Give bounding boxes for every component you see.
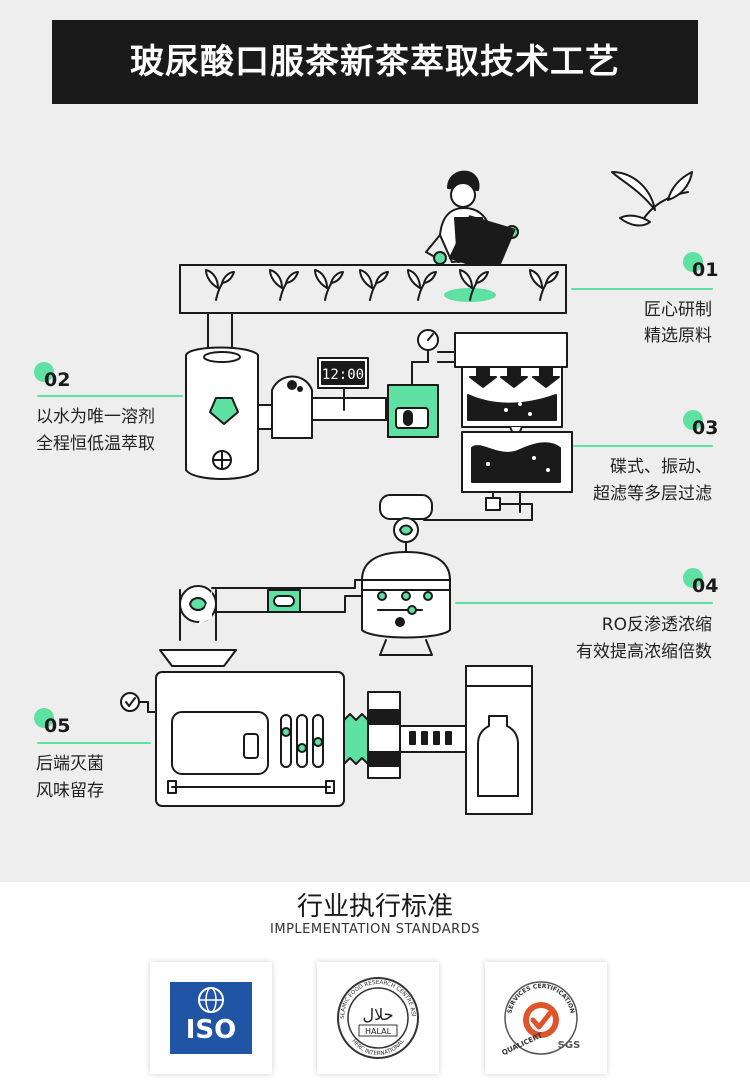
step-03-number: 03 bbox=[692, 417, 719, 439]
sgs-text: SGS bbox=[558, 1040, 581, 1051]
worker-illustration bbox=[425, 170, 519, 274]
step-02-line-2: 全程恒低温萃取 bbox=[36, 434, 155, 454]
step-02-number: 02 bbox=[44, 369, 71, 391]
iso-badge: ISO bbox=[150, 962, 272, 1074]
step-01-line-1: 匠心研制 bbox=[644, 300, 712, 320]
conveyor-leaf-icon bbox=[407, 269, 437, 301]
iso-text: ISO bbox=[186, 1015, 237, 1045]
connecting-pipe bbox=[211, 579, 363, 613]
process-panel: 玻尿酸口服茶新茶萃取技术工艺 bbox=[0, 0, 750, 882]
step-05-line-1: 后端灭菌 bbox=[36, 754, 104, 774]
conveyor-leaf-icon bbox=[314, 269, 344, 301]
step-01-number: 01 bbox=[692, 259, 719, 281]
conveyor-leaf-icon bbox=[459, 269, 489, 301]
filter-unit-lower bbox=[423, 431, 573, 521]
ro-concentrator bbox=[361, 494, 451, 656]
step-02-line-1: 以水为唯一溶剂 bbox=[36, 407, 155, 427]
halal-text: HALAL bbox=[365, 1027, 392, 1036]
step-04-line-2: 有效提高浓缩倍数 bbox=[576, 642, 712, 662]
timer-display: 12:00 bbox=[317, 357, 369, 389]
extraction-tank bbox=[185, 346, 273, 480]
step-05-line-2: 风味留存 bbox=[36, 781, 104, 801]
step-03-line-1: 碟式、振动、 bbox=[610, 457, 712, 477]
title-banner: 玻尿酸口服茶新茶萃取技术工艺 bbox=[52, 20, 698, 104]
step-04-dot bbox=[683, 568, 703, 588]
conveyor-leaf-icon bbox=[529, 269, 559, 301]
conveyor-leaves bbox=[205, 269, 559, 301]
halal-arabic-text: حلال bbox=[362, 1005, 393, 1024]
standards-title: 行业执行标准 bbox=[296, 892, 453, 922]
step-02-dot bbox=[34, 362, 54, 382]
step-01-dot bbox=[683, 252, 703, 272]
step-05-number: 05 bbox=[44, 715, 71, 737]
process-diagram: 12:00 bbox=[37, 170, 713, 815]
conveyor-leaf-icon bbox=[269, 269, 299, 301]
bottling-line bbox=[343, 665, 533, 815]
tea-leaf-icon bbox=[611, 171, 693, 227]
sterilization-machine bbox=[120, 585, 345, 807]
standards-subtitle: IMPLEMENTATION STANDARDS bbox=[270, 922, 480, 937]
step-03-dot bbox=[683, 410, 703, 430]
step-05-dot bbox=[34, 708, 54, 728]
timer-text: 12:00 bbox=[322, 367, 364, 383]
control-box bbox=[387, 329, 466, 438]
sgs-badge: SERVICES CERTIFICATION QUALICERT SGS bbox=[485, 962, 607, 1074]
step-04-line-1: RO反渗透浓缩 bbox=[601, 615, 712, 635]
halal-badge: ISLAMIC FOOD RESEARCH CENTRE ASIA HFRC I… bbox=[317, 962, 439, 1074]
page-title: 玻尿酸口服茶新茶萃取技术工艺 bbox=[130, 42, 620, 82]
step-04-number: 04 bbox=[692, 575, 719, 597]
pump-unit bbox=[271, 375, 387, 439]
iso-background bbox=[170, 982, 252, 1054]
conveyor-belt bbox=[179, 264, 567, 314]
step-01-line-2: 精选原料 bbox=[644, 326, 712, 346]
filter-unit-upper bbox=[454, 332, 568, 441]
step-03-line-2: 超滤等多层过滤 bbox=[593, 484, 712, 504]
conveyor-leaf-icon bbox=[359, 269, 389, 301]
conveyor-leaf-icon bbox=[205, 269, 235, 301]
